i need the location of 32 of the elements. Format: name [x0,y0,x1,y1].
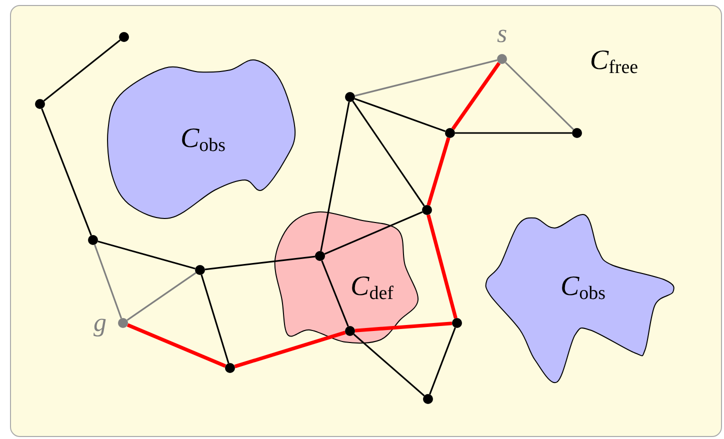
roadmap-edge [320,102,350,252]
roadmap-edge [98,240,196,270]
obstacle-region [106,58,297,220]
roadmap-edge [505,62,574,130]
path-segment [426,137,450,206]
obstacle-region [485,213,675,384]
path-segment [234,330,346,368]
region-label: C$_{obs}$ [560,273,606,303]
path-segment [426,214,458,319]
roadmap-edge [354,59,498,97]
roadmap-edge [321,260,349,327]
roadmap-edge [455,132,572,134]
path-segment [126,323,226,368]
roadmap-edge [126,272,196,321]
roadmap-edge [352,100,425,206]
roadmap-edge [41,108,92,236]
roadmap-edge [429,327,456,395]
region-label: C$_{obs}$ [180,125,226,155]
roadmap-edge [94,244,122,319]
deformable-region [273,210,420,344]
region-label: C$_{def}$ [350,273,394,303]
roadmap-edge [204,256,316,270]
region-label: C$_{free}$ [590,47,638,77]
roadmap-edge [353,334,425,396]
roadmap-edge [200,274,230,364]
vertex-label: s [496,21,508,47]
vertex-label: g [94,310,106,336]
roadmap-edge [43,40,121,102]
roadmap-edge [354,98,446,132]
roadmap-edge [324,211,423,255]
path-segment [451,62,501,130]
path-segment [354,322,452,332]
